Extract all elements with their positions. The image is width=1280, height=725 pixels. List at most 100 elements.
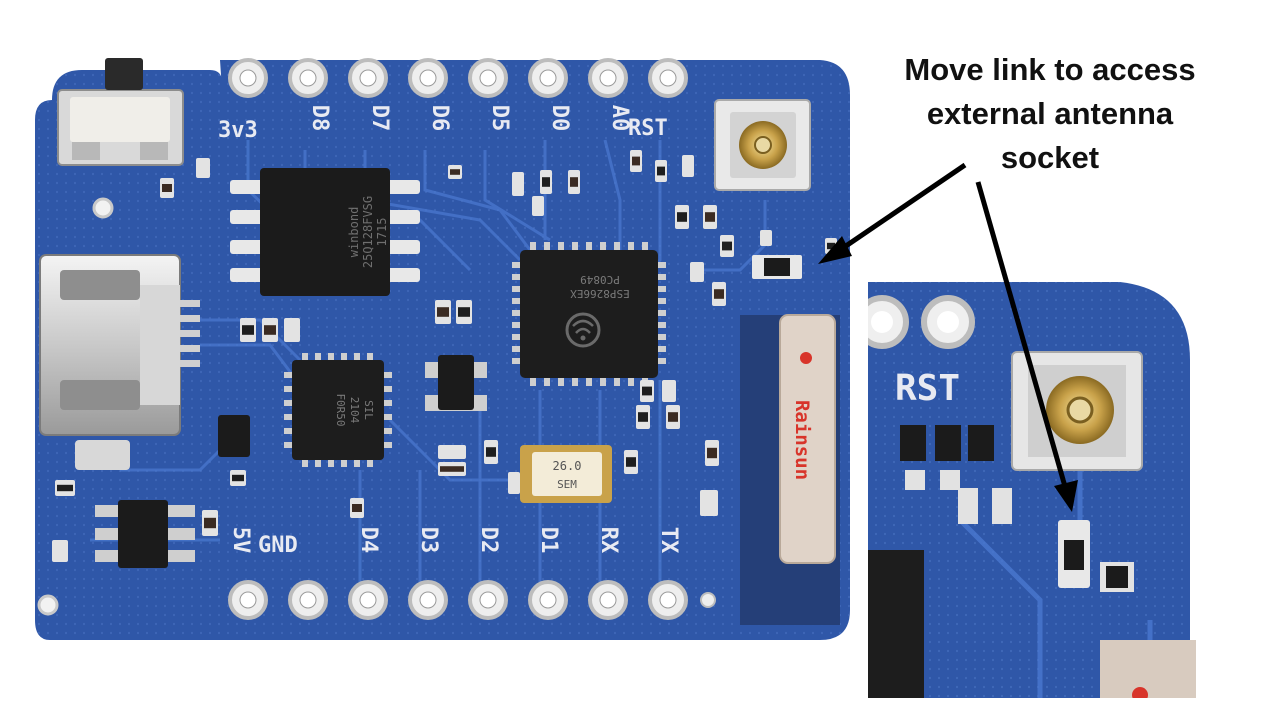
mounting-hole xyxy=(37,594,59,616)
antenna-link-resistor xyxy=(752,255,802,279)
zoom-inset: RST xyxy=(868,282,1196,698)
header-pin xyxy=(288,58,328,98)
header-pin xyxy=(468,58,508,98)
smd-component xyxy=(682,155,694,177)
pin-label: 5V xyxy=(228,527,253,554)
header-pin xyxy=(228,580,268,620)
header-pin xyxy=(468,580,508,620)
smd-component xyxy=(160,178,174,198)
voltage-regulator xyxy=(95,500,195,568)
caption-line: socket xyxy=(1000,140,1100,175)
small-ic xyxy=(425,355,487,411)
arrow-head-icon xyxy=(818,236,852,264)
pointer-arrows xyxy=(818,162,1078,512)
smd-component xyxy=(262,318,278,342)
pin-label: A0 xyxy=(607,105,632,132)
pin-label: D1 xyxy=(536,527,561,554)
header-pin xyxy=(648,580,688,620)
pin-label: RST xyxy=(628,116,668,141)
header-pin xyxy=(528,58,568,98)
smd-component xyxy=(662,380,676,402)
header-pin xyxy=(228,58,268,98)
smd-component xyxy=(720,235,734,257)
pin-label: RX xyxy=(596,527,621,554)
smd-component xyxy=(690,262,704,282)
arrow-head-icon xyxy=(1054,480,1078,512)
smd-component xyxy=(666,405,680,429)
mounting-hole xyxy=(92,197,114,219)
micro-usb-port xyxy=(39,254,200,470)
espressif-logo-icon xyxy=(565,312,601,348)
pin-label: D2 xyxy=(476,527,501,554)
smd-component xyxy=(568,170,580,194)
usb-chip-text: 2104 xyxy=(348,397,361,424)
pin-label: D5 xyxy=(487,105,512,132)
crystal-oscillator: 26.0 SEM xyxy=(520,445,612,503)
flash-chip: winbond 25Q128FVSG 1715 xyxy=(230,168,420,296)
smd-component xyxy=(55,480,75,496)
header-pin xyxy=(528,580,568,620)
smd-component xyxy=(640,380,654,402)
smd-component xyxy=(438,445,466,459)
main-board: winbond 25Q128FVSG 1715 ESP8266EX PC0849 xyxy=(35,58,850,640)
smd-component xyxy=(435,300,451,324)
antenna-brand-text: Rainsun xyxy=(791,400,813,480)
header-pin xyxy=(408,580,448,620)
smd-component xyxy=(540,170,552,194)
pin-label: D8 xyxy=(307,105,332,132)
passive-components xyxy=(52,150,837,562)
header-pin xyxy=(408,58,448,98)
smd-component xyxy=(703,205,717,229)
smd-component xyxy=(760,230,772,246)
pin-label: D4 xyxy=(356,527,381,554)
smd-component xyxy=(508,472,520,494)
smd-component xyxy=(700,490,718,516)
caption-line: external antenna xyxy=(926,96,1174,131)
esp-chip-text: PC0849 xyxy=(580,273,620,286)
usb-chip-text: SIL xyxy=(362,400,375,420)
smd-component xyxy=(712,282,726,306)
reset-button xyxy=(57,58,184,166)
header-pin xyxy=(288,580,328,620)
pin-label: GND xyxy=(258,533,298,558)
diode xyxy=(218,415,250,457)
smd-component xyxy=(532,196,544,216)
smd-component xyxy=(624,450,638,474)
pin-label: 3v3 xyxy=(218,118,258,143)
smd-component xyxy=(196,158,210,178)
flash-chip-text: 25Q128FVSG xyxy=(361,196,375,268)
smd-component xyxy=(52,540,68,562)
pin-label: TX xyxy=(656,527,681,554)
smd-component xyxy=(456,300,472,324)
smd-component xyxy=(202,510,218,536)
smd-component xyxy=(512,172,524,196)
caption-line: Move link to access xyxy=(904,52,1196,87)
annotation-caption: Move link to access external antenna soc… xyxy=(880,48,1220,180)
smd-component xyxy=(350,498,364,518)
smd-component xyxy=(705,440,719,466)
flash-chip-text: 1715 xyxy=(375,218,389,247)
smd-component xyxy=(484,440,498,464)
pin-label: D7 xyxy=(367,105,392,132)
header-pin xyxy=(648,58,688,98)
header-pins-bottom xyxy=(228,580,716,620)
pin-label: D6 xyxy=(427,105,452,132)
esp8266-chip: ESP8266EX PC0849 xyxy=(512,242,666,386)
smd-component xyxy=(630,150,642,172)
smd-component xyxy=(675,205,689,229)
esp-chip-text: ESP8266EX xyxy=(570,287,630,300)
smd-component xyxy=(636,405,650,429)
crystal-text: SEM xyxy=(557,478,577,491)
header-pin xyxy=(588,58,628,98)
smd-component xyxy=(284,318,300,342)
usb-serial-chip: SIL 2104 F0R50 xyxy=(284,353,392,467)
smd-component xyxy=(655,160,667,182)
inset-rst-label: RST xyxy=(895,368,960,409)
via xyxy=(700,592,716,608)
smd-component xyxy=(240,318,256,342)
header-pin xyxy=(348,580,388,620)
antenna-socket xyxy=(714,99,811,191)
usb-chip-text: F0R50 xyxy=(334,393,347,426)
